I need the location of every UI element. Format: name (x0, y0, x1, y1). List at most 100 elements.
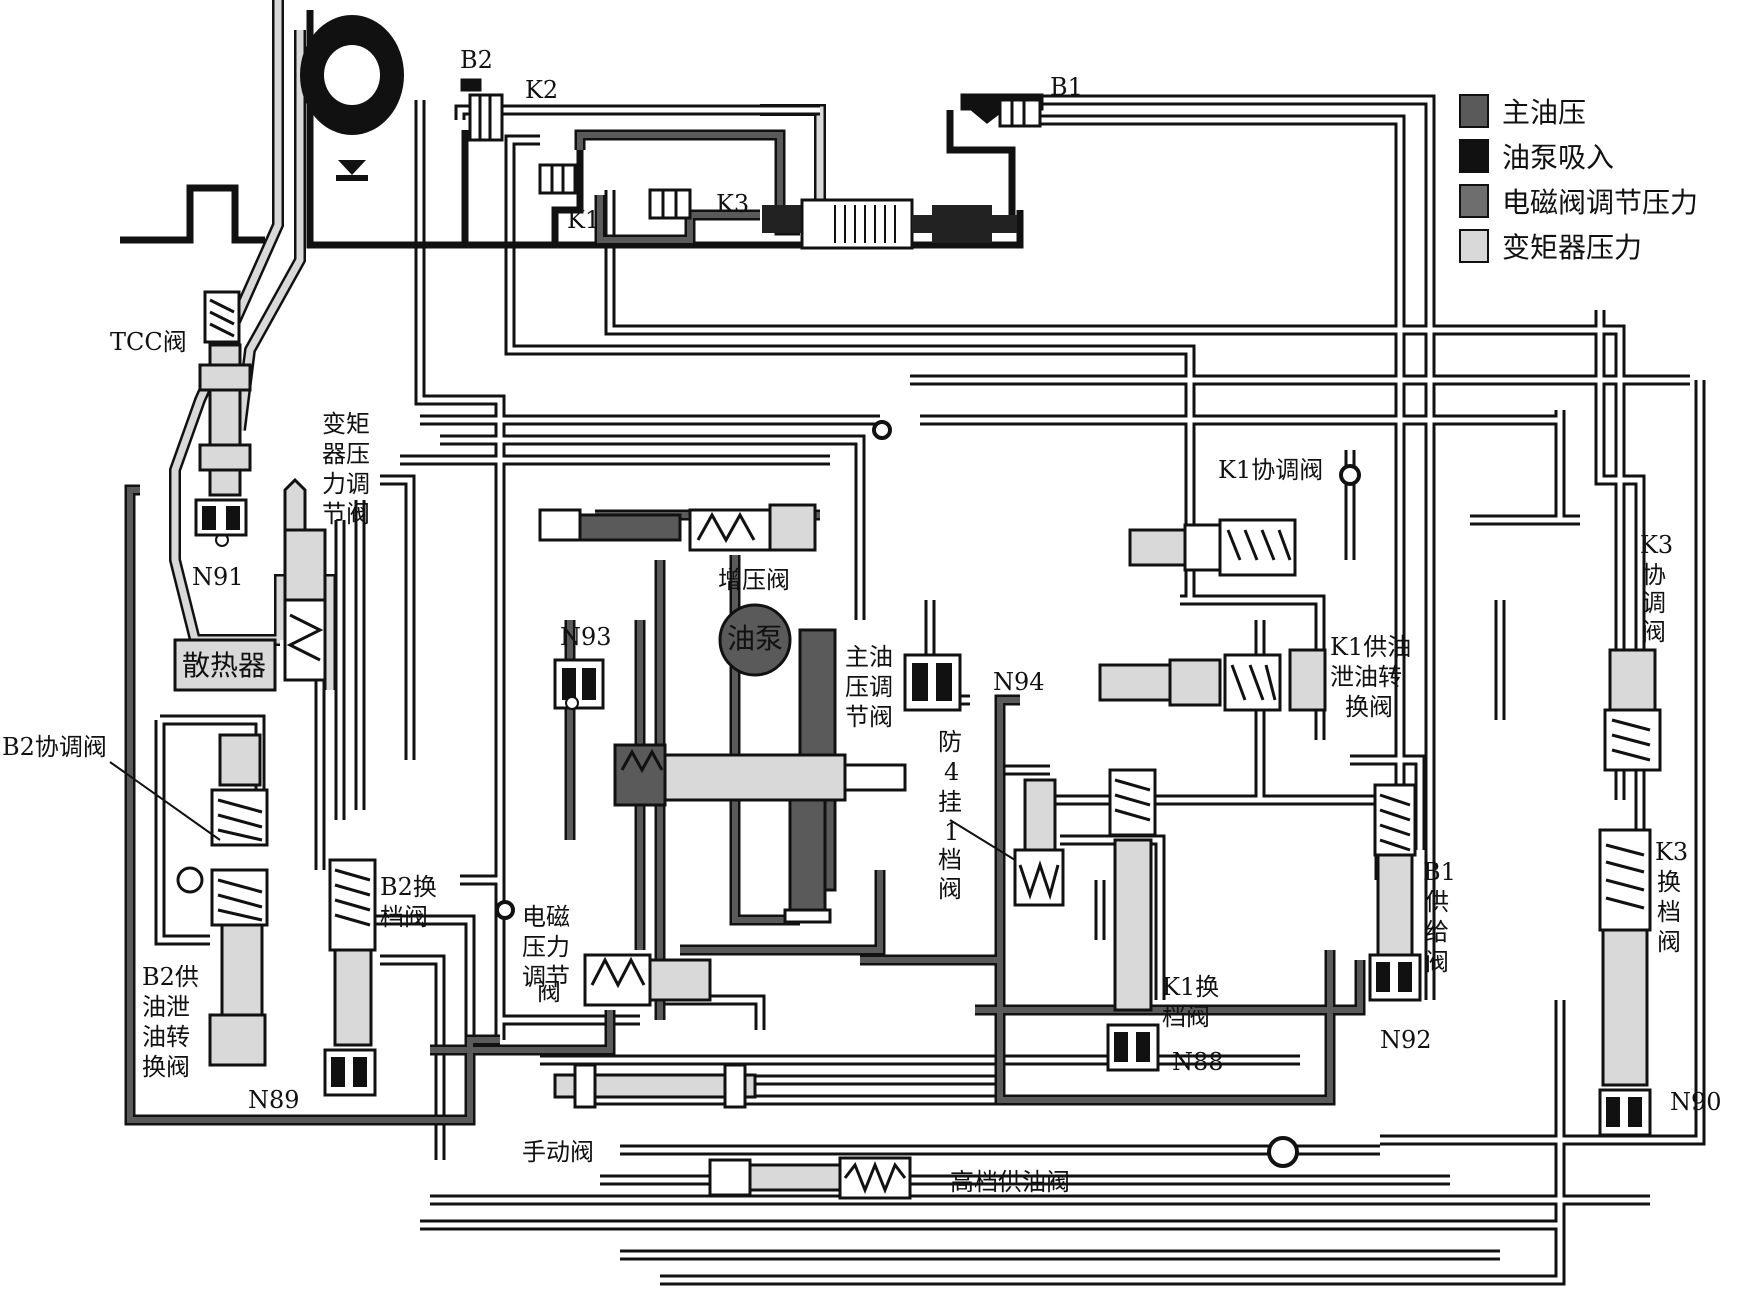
legend-label-main-pressure: 主油压 (1502, 96, 1586, 129)
clutch-k1 (538, 163, 577, 195)
label-k1: K1 (567, 206, 600, 234)
k3-shift-valve-body (1598, 828, 1652, 1137)
label-converter-reg-valve-line: 变矩 (322, 410, 370, 438)
label-k3-shift-valve-line: 换 (1657, 868, 1681, 896)
label-anti-4to1-valve-line: 1 (944, 818, 959, 846)
label-n92: N92 (1380, 1026, 1432, 1054)
label-anti-4to1-valve: 防 4 挂 1 档 阀 (938, 728, 962, 903)
planetary-shaft (762, 198, 1017, 250)
label-oil-pump: 油泵 (727, 622, 783, 655)
label-high-gear-supply-valve: 高档供油阀 (950, 1168, 1070, 1196)
leader-b2-coord-valve (109, 761, 221, 841)
label-boost-valve: 增压阀 (718, 566, 790, 594)
label-k3-shift-valve-line: 阀 (1657, 928, 1681, 956)
solenoid-reg-valve-body (583, 953, 712, 1007)
manual-valve-body (553, 1063, 757, 1109)
label-tcc-valve: TCC阀 (110, 328, 187, 356)
label-b2-supply-valve-line: 油泄 (142, 993, 190, 1021)
legend-swatch-pump-suction (1459, 139, 1489, 173)
label-k1-coord-valve: K1协调阀 (1218, 456, 1323, 484)
label-converter-reg-valve-line: 器压 (322, 440, 370, 468)
label-n89: N89 (248, 1086, 300, 1114)
k1-shift-valve-body (1106, 768, 1160, 1072)
label-b2-shift-valve: B2换 档阀 (380, 873, 437, 931)
label-b2-supply-valve: B2供 油泄 油转 换阀 (142, 963, 199, 1081)
label-solenoid-reg-valve-line: 压力 (522, 933, 570, 961)
b2-coord-valve-body (176, 733, 269, 1067)
label-k3-coord-valve-line: 调 (1642, 589, 1666, 617)
label-k1-shift-valve: K1换 档阀 (1162, 973, 1219, 1031)
label-main-reg-valve-line: 主油 (845, 643, 893, 671)
label-b2-coord-valve: B2协调阀 (2, 733, 107, 761)
label-converter-reg-valve-line: 节阀 (322, 500, 370, 528)
label-anti-4to1-valve-line: 防 (938, 728, 962, 756)
n94-solenoid-body (903, 653, 962, 712)
label-k3-coord-valve-line: 阀 (1642, 618, 1666, 646)
b2-shift-valve-body (323, 858, 377, 1082)
label-k1-supply-valve-line: 换阀 (1345, 693, 1393, 721)
legend-label-pump-suction: 油泵吸入 (1502, 141, 1614, 174)
label-k2: K2 (525, 76, 558, 104)
label-b1-supply-valve-line: 供 (1425, 888, 1449, 916)
component-labels: B2 K2 B1 K1 K3 TCC阀 变矩 器压 力调 节阀 N91 散热器 … (2, 46, 1722, 1196)
b1-supply-valve-body (1368, 783, 1422, 1002)
n91-solenoid-body (194, 498, 248, 537)
label-solenoid-reg-valve: 电磁 压力 调节 阀 (522, 903, 570, 1006)
n89-solenoid-body (323, 1048, 377, 1097)
label-anti-4to1-valve-line: 档 (938, 846, 962, 874)
label-b1-supply-valve-line: B1 (1423, 858, 1456, 886)
legend-swatch-main-pressure (1459, 94, 1489, 128)
label-n88: N88 (1172, 1048, 1224, 1076)
label-k3-coord-valve-line: 协 (1642, 561, 1666, 589)
label-b2-supply-valve-line: 换阀 (142, 1053, 190, 1081)
brake-b1 (960, 93, 1044, 128)
label-anti-4to1-valve-line: 阀 (938, 875, 962, 903)
label-k1-supply-valve-line: 泄油转 (1330, 663, 1402, 691)
label-b1-supply-valve-line: 给 (1425, 918, 1449, 946)
radiator-box (173, 638, 277, 692)
main-pressure-fill (127, 132, 1363, 1123)
label-main-reg-valve: 主油 压调 节阀 (845, 643, 893, 731)
label-n93: N93 (560, 623, 612, 651)
label-main-reg-valve-line: 压调 (845, 673, 893, 701)
label-converter-reg-valve: 变矩 器压 力调 节阀 (322, 410, 370, 528)
label-b2: B2 (460, 46, 493, 74)
label-b1: B1 (1050, 73, 1083, 101)
n93-solenoid-body (553, 658, 605, 710)
label-b1-supply-valve-line: 阀 (1425, 948, 1449, 976)
label-radiator: 散热器 (182, 649, 266, 682)
k1-coord-valve-body (1128, 518, 1297, 577)
legend-swatch-solenoid-pressure (1459, 184, 1489, 218)
label-manual-valve: 手动阀 (522, 1138, 594, 1166)
label-b1-supply-valve: B1 供 给 阀 (1423, 858, 1456, 976)
label-n91: N91 (192, 563, 244, 591)
leader-anti-4to1-valve (949, 819, 1016, 861)
anti-4to1-valve-body (1013, 778, 1065, 907)
label-n94: N94 (993, 668, 1045, 696)
label-main-reg-valve-line: 节阀 (845, 703, 893, 731)
high-gear-supply-valve-body (708, 1156, 912, 1200)
label-b2-supply-valve-line: 油转 (142, 1023, 190, 1051)
label-b2-shift-valve-line: B2换 (380, 873, 437, 901)
label-k3-shift-valve: K3 换 档 阀 (1655, 838, 1688, 956)
torque-converter (300, 15, 404, 181)
label-solenoid-reg-valve-line: 阀 (537, 978, 561, 1006)
label-anti-4to1-valve-line: 4 (944, 758, 959, 786)
legend-swatch-converter-pressure (1459, 229, 1489, 263)
label-k3-coord-valve: K3 协 调 阀 (1640, 531, 1673, 646)
legend: 主油压 油泵吸入 电磁阀调节压力 变矩器压力 (1459, 94, 1698, 264)
label-k1-shift-valve-line: K1换 (1162, 973, 1219, 1001)
legend-label-solenoid-pressure: 电磁阀调节压力 (1502, 186, 1698, 219)
clutch-k3 (648, 188, 692, 220)
label-k1-supply-valve-line: K1供油 (1330, 633, 1411, 661)
label-k3-shift-valve-line: 档 (1657, 898, 1681, 926)
label-k1-shift-valve-line: 档阀 (1162, 1003, 1210, 1031)
label-k1-supply-valve: K1供油 泄油转 换阀 (1330, 633, 1411, 721)
label-k3: K3 (716, 190, 749, 218)
k1-supply-valve-body (1098, 648, 1327, 712)
label-b2-shift-valve-line: 档阀 (380, 903, 428, 931)
label-k3-coord-valve-line: K3 (1640, 531, 1673, 559)
label-n90: N90 (1670, 1088, 1722, 1116)
boost-valve-body (538, 503, 817, 552)
